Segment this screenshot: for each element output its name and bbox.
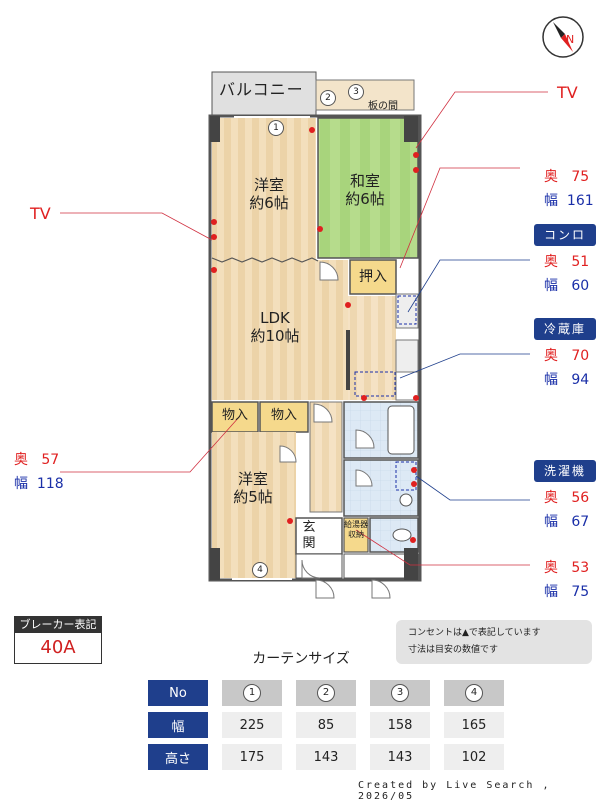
credit-text: Created by Live Search , 2026/05 <box>358 780 551 802</box>
water-heater-dims: 奥 53 幅 75 <box>544 560 590 600</box>
curtain-height-1: 175 <box>222 744 282 770</box>
breaker-title: ブレーカー表記 <box>15 617 101 633</box>
curtain-width-3: 158 <box>370 712 430 738</box>
ldk-floor <box>212 260 348 400</box>
japanese-room-floor <box>317 117 419 259</box>
fridge-tag: 冷蔵庫 <box>534 318 596 340</box>
curtain-no-3: 3 <box>370 680 430 706</box>
wooden-floor-label: 板の間 <box>368 101 398 112</box>
curtain-no-2: 2 <box>296 680 356 706</box>
outlet-markers <box>211 127 419 543</box>
western-room-1-floor <box>212 118 316 260</box>
curtain-width-1: 225 <box>222 712 282 738</box>
japanese-window-dims: 奥 75 幅 161 <box>544 169 594 209</box>
curtain-title: カーテンサイズ <box>252 651 350 667</box>
storage-2-label: 物入 <box>270 408 297 423</box>
table-row: No 1 2 3 4 <box>148 680 504 706</box>
fridge-dims: 奥 70 幅 94 <box>544 348 590 388</box>
table-row: 高さ 175 143 143 102 <box>148 744 504 770</box>
curtain-height-3: 143 <box>370 744 430 770</box>
note-outlet: コンセントは▲で表記しています <box>408 628 541 638</box>
breaker-value: 40A <box>40 637 76 658</box>
tv-label-left: TV <box>30 204 51 223</box>
row-header-height: 高さ <box>148 744 208 770</box>
oshiire <box>349 259 397 295</box>
storage-dims: 奥 57 幅 118 <box>14 452 64 492</box>
oshiire-label: 押入 <box>359 269 387 285</box>
tv-label-right: TV <box>557 83 578 102</box>
storage-2-floor <box>259 401 309 433</box>
washer-dims: 奥 56 幅 67 <box>544 490 590 530</box>
curtain-height-4: 102 <box>444 744 504 770</box>
curtain-width-4: 165 <box>444 712 504 738</box>
table-row: 幅 225 85 158 165 <box>148 712 504 738</box>
compass-icon <box>542 16 584 58</box>
storage-1-floor <box>211 401 259 433</box>
water-heater-label: 給湯器収納 <box>344 520 368 539</box>
western-room-1-label: 洋室約6帖 <box>249 176 289 212</box>
window-badge-4: 4 <box>252 562 268 578</box>
window-badge-3: 3 <box>348 84 364 100</box>
washroom <box>343 459 419 517</box>
balcony-area <box>211 71 317 117</box>
balcony-label: バルコニー <box>219 80 304 99</box>
curtain-no-1: 1 <box>222 680 282 706</box>
curtain-width-2: 85 <box>296 712 356 738</box>
washer-tag: 洗濯機 <box>534 460 596 482</box>
entrance-label: 玄関 <box>302 520 316 551</box>
notes-box: コンセントは▲で表記しています 寸法は目安の数値です <box>396 620 592 664</box>
curtain-height-2: 143 <box>296 744 356 770</box>
window-badge-1: 1 <box>268 120 284 136</box>
breaker-box: ブレーカー表記 40A <box>14 616 102 664</box>
row-header-width: 幅 <box>148 712 208 738</box>
entrance-floor <box>295 517 343 555</box>
storage-1-label: 物入 <box>221 408 248 423</box>
japanese-room-label: 和室約6帖 <box>345 172 385 208</box>
western-room-2-label: 洋室約5帖 <box>233 470 273 506</box>
row-header-no: No <box>148 680 208 706</box>
stove-tag: コンロ <box>534 224 596 246</box>
window-badge-2: 2 <box>320 90 336 106</box>
curtain-no-4: 4 <box>444 680 504 706</box>
note-dimension: 寸法は目安の数値です <box>408 645 499 655</box>
stove-dims: 奥 51 幅 60 <box>544 254 590 294</box>
north-mark: N <box>566 33 575 46</box>
curtain-table: No 1 2 3 4 幅 225 85 158 165 高さ 175 143 1… <box>134 674 518 776</box>
